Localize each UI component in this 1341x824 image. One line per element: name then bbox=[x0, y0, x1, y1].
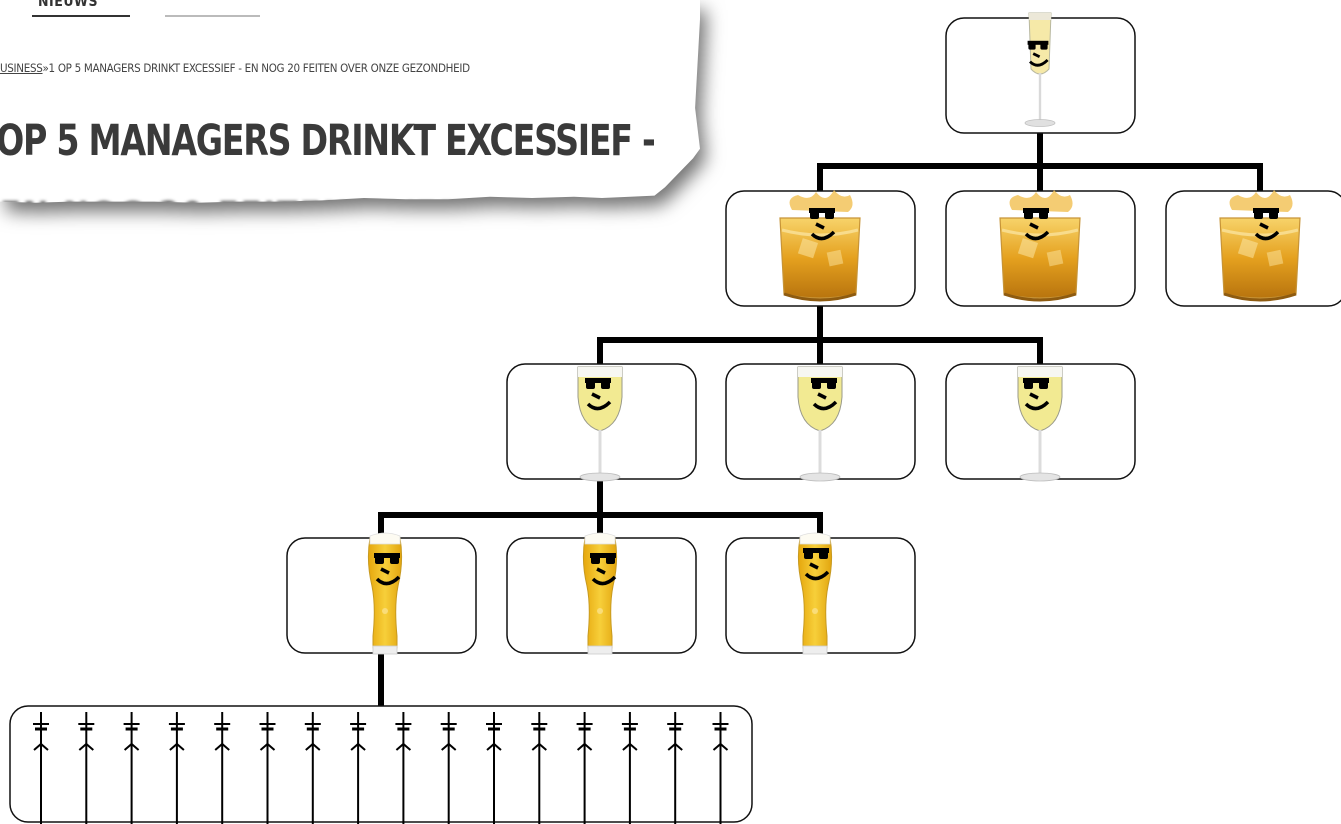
node-wine-2 bbox=[725, 363, 916, 482]
whisky-glass-icon bbox=[998, 188, 1082, 302]
node-champagne bbox=[945, 12, 1136, 134]
node-beer-3 bbox=[725, 532, 916, 655]
node-wine-3 bbox=[945, 363, 1136, 482]
article-clipping: NIEUWS USINESS»1 OP 5 MANAGERS DRINKT EX… bbox=[0, 0, 720, 250]
node-beer-2 bbox=[506, 532, 697, 655]
article-headline: OP 5 MANAGERS DRINKT EXCESSIEF - bbox=[0, 116, 656, 166]
breadcrumb-section: USINESS bbox=[0, 61, 43, 75]
article-paper: NIEUWS USINESS»1 OP 5 MANAGERS DRINKT EX… bbox=[0, 0, 700, 203]
nav-tab-underline-2 bbox=[165, 15, 260, 17]
node-wine-1 bbox=[506, 363, 697, 482]
node-whisky-2 bbox=[945, 188, 1136, 307]
beer-glass-icon bbox=[367, 532, 403, 655]
node-beer-1 bbox=[286, 532, 477, 655]
breadcrumb-separator: » bbox=[42, 61, 49, 75]
nav-tab-nieuws: NIEUWS bbox=[38, 0, 99, 10]
node-workers bbox=[9, 705, 753, 824]
node-whisky-1 bbox=[725, 188, 916, 307]
node-whisky-3 bbox=[1165, 188, 1341, 307]
connector-lines bbox=[378, 133, 1263, 708]
article-subheadline: EN NOG 20 FEITEN OVER ONZE GEZONDHEID bbox=[0, 188, 640, 203]
whisky-glass-icon bbox=[1218, 188, 1302, 302]
breadcrumb: USINESS»1 OP 5 MANAGERS DRINKT EXCESSIEF… bbox=[0, 61, 470, 75]
breadcrumb-title: 1 OP 5 MANAGERS DRINKT EXCESSIEF - EN NO… bbox=[48, 61, 471, 75]
nav-tab-underline bbox=[32, 15, 130, 17]
whisky-glass-icon bbox=[778, 188, 862, 302]
beer-glass-icon bbox=[582, 532, 618, 655]
